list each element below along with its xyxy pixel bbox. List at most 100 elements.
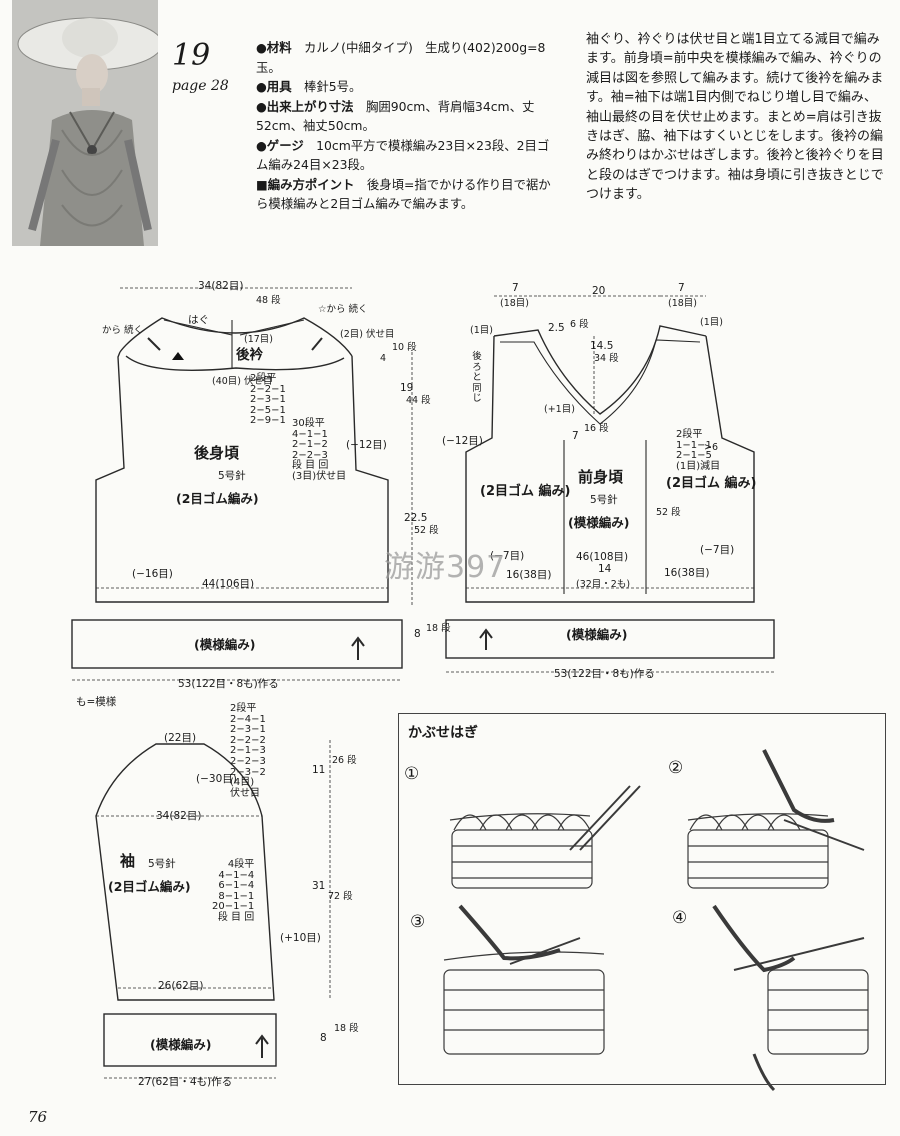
front-rib-left: (2目ゴム 編み) <box>480 484 571 499</box>
sleeve-len-11: 11 <box>312 764 326 776</box>
front-inc7: (−7目) <box>700 544 735 556</box>
spec-gauge: ●ゲージ 10cm平方で模様編み23目×23段、2目ゴム編み24目×23段。 <box>256 137 550 173</box>
front-w7b-sts: (18目) <box>668 298 698 309</box>
back-width44: 44(106目) <box>202 578 255 590</box>
front-pattern: (模様編み) <box>568 515 630 530</box>
sleeve-len-31: 31 <box>312 880 326 892</box>
front-one-st-r: (1目) <box>700 317 723 328</box>
watermark: 游游397 <box>384 550 507 585</box>
sleeve-needle: 5号針 <box>148 858 176 870</box>
front-neck-list: 2段平 1−1−1 2−1−5 (1目)減目 <box>676 429 721 472</box>
back-top-width: 34(82目) <box>198 280 244 292</box>
front-back-cont: 後ろ と 同じ <box>472 351 482 404</box>
front-w7a: 7 <box>512 282 519 294</box>
page-number: 76 <box>28 1108 48 1126</box>
back-bind-left: (40目) 伏せ目 <box>212 376 273 387</box>
sleeve-cap-list: 2段平 2−4−1 2−3−1 2−2−2 2−1−3 2−2−3 2−3−2 … <box>230 703 266 799</box>
spec-material: ●材料 カルノ(中細タイプ) 生成り(402)200g=8玉。 <box>256 40 546 75</box>
sleeve-band-label: (模様編み) <box>150 1037 212 1052</box>
kabuse-illustrations <box>443 749 869 1092</box>
sleeve-cast-on: 27(62目・4も)作る <box>138 1076 233 1088</box>
front-len-25: 2.5 <box>548 322 565 334</box>
sleeve-width26: 26(62目) <box>158 980 204 992</box>
back-dec-list: 2段平 2−2−1 2−3−1 2−5−1 2−9−1 <box>250 373 286 427</box>
back-band-rows: 18 段 <box>426 623 451 634</box>
front-dec7: (−7目) <box>490 550 525 562</box>
front-band-label: (模様編み) <box>566 627 628 642</box>
front-one-st-l: (1目) <box>470 325 493 336</box>
back-armhole-dec: (−12目) <box>346 439 387 451</box>
sleeve-outline <box>95 743 275 1001</box>
sleeve-title: 袖 <box>120 852 136 870</box>
front-w7a-sts: (18目) <box>500 298 530 309</box>
front-title: 前身頃 <box>578 468 624 486</box>
specs-block: ●材料 カルノ(中細タイプ) 生成り(402)200g=8玉。 ●用具 棒針5号… <box>256 38 556 214</box>
kabuse-step-3: ③ <box>410 912 426 932</box>
front-len-145: 14.5 <box>590 340 614 352</box>
kabuse-step-2: ② <box>668 758 684 778</box>
back-body-outline <box>95 317 389 603</box>
spec-tools: ●用具 棒針5号。 <box>256 79 362 94</box>
back-len-19: 19 <box>400 382 414 394</box>
sleeve-rib: (2目ゴム編み) <box>108 879 191 894</box>
back-band <box>71 619 403 669</box>
back-title: 後身頃 <box>194 444 240 462</box>
front-rows-6: 6 段 <box>570 319 589 330</box>
mo-note: も=模様 <box>76 696 117 708</box>
back-band-h: 8 <box>414 628 421 640</box>
front-needle: 5号針 <box>590 494 618 506</box>
back-rib: (2目ゴム編み) <box>176 491 259 506</box>
back-kara-cont: から 続く <box>102 325 144 336</box>
front-cast-on: 53(122目・8も)作る <box>554 668 655 680</box>
back-side-4: 4 <box>380 353 387 364</box>
page-reference: page 28 <box>172 78 229 94</box>
kabuse-hagi-box <box>398 713 886 1085</box>
sleeve-top-sts: (22目) <box>164 732 197 744</box>
front-w7b: 7 <box>678 282 685 294</box>
back-cast-on: 53(122目・8も)作る <box>178 678 279 690</box>
kabuse-title: かぶせはぎ <box>408 725 478 741</box>
sleeve-band <box>103 1013 277 1067</box>
front-rib-right: (2目ゴム 編み) <box>666 476 757 491</box>
front-rows-16: 16 段 <box>584 423 609 434</box>
spec-point: ■編み方ポイント 後身頃=指でかける作り目で裾から模様編みと2目ゴム編みで編みま… <box>256 176 551 212</box>
sleeve-inc-list: 4段平 4−1−4 6−1−4 8−1−1 20−1−1 段 目 回 <box>212 859 255 923</box>
kabuse-step-4: ④ <box>672 908 688 928</box>
front-dec12: (−12目) <box>442 435 483 447</box>
front-neck-six: >6 <box>704 442 719 453</box>
front-w46: 46(108目) <box>576 551 629 563</box>
back-rows-44: 44 段 <box>406 395 431 406</box>
back-collar-label: 後衿 <box>236 347 263 363</box>
back-rows-52: 52 段 <box>414 525 439 536</box>
back-collar-rows: 48 段 <box>256 295 281 306</box>
back-bind-right: (2目) 伏せ目 <box>340 329 395 340</box>
sleeve-inc10: (+10目) <box>280 932 321 944</box>
front-w14: 14 <box>598 563 612 575</box>
front-len-7: 7 <box>572 430 579 442</box>
front-plus1: (+1目) <box>544 404 575 415</box>
sleeve-band-rows: 18 段 <box>334 1023 359 1034</box>
back-len-225: 22.5 <box>404 512 428 524</box>
front-body-outline <box>465 325 755 603</box>
front-rows-34: 34 段 <box>594 353 619 364</box>
back-collar-sts: (17目) <box>244 334 274 345</box>
sleeve-band-h: 8 <box>320 1032 327 1044</box>
sleeve-cap-dec: (−30目) <box>196 773 237 785</box>
pattern-number: 19 <box>172 38 211 73</box>
sleeve-rows-72: 72 段 <box>328 891 353 902</box>
instructions-text: 袖ぐり、衿ぐりは伏せ目と端1目立てる減目で編みます。前身頃=前中央を模様編みで編… <box>586 32 884 203</box>
model-photo-illustration <box>12 0 158 246</box>
sleeve-rows-26: 26 段 <box>332 755 357 766</box>
kabuse-step-1: ① <box>404 764 420 784</box>
back-side-10: 10 段 <box>392 342 417 353</box>
back-hagu: はぐ <box>188 314 209 326</box>
back-band-label: (模様編み) <box>194 637 256 652</box>
model-photo <box>12 0 158 246</box>
sleeve-width34: 34(82目) <box>156 810 202 822</box>
back-dec16: (−16目) <box>132 568 173 580</box>
front-w20: 20 <box>592 285 606 297</box>
back-needle: 5号針 <box>218 470 246 482</box>
back-armhole-list: 30段平 4−1−1 2−1−2 2−2−3 段 目 回 (3目)伏せ目 <box>292 418 347 482</box>
front-w14-sts: (32目・2も) <box>576 579 631 590</box>
